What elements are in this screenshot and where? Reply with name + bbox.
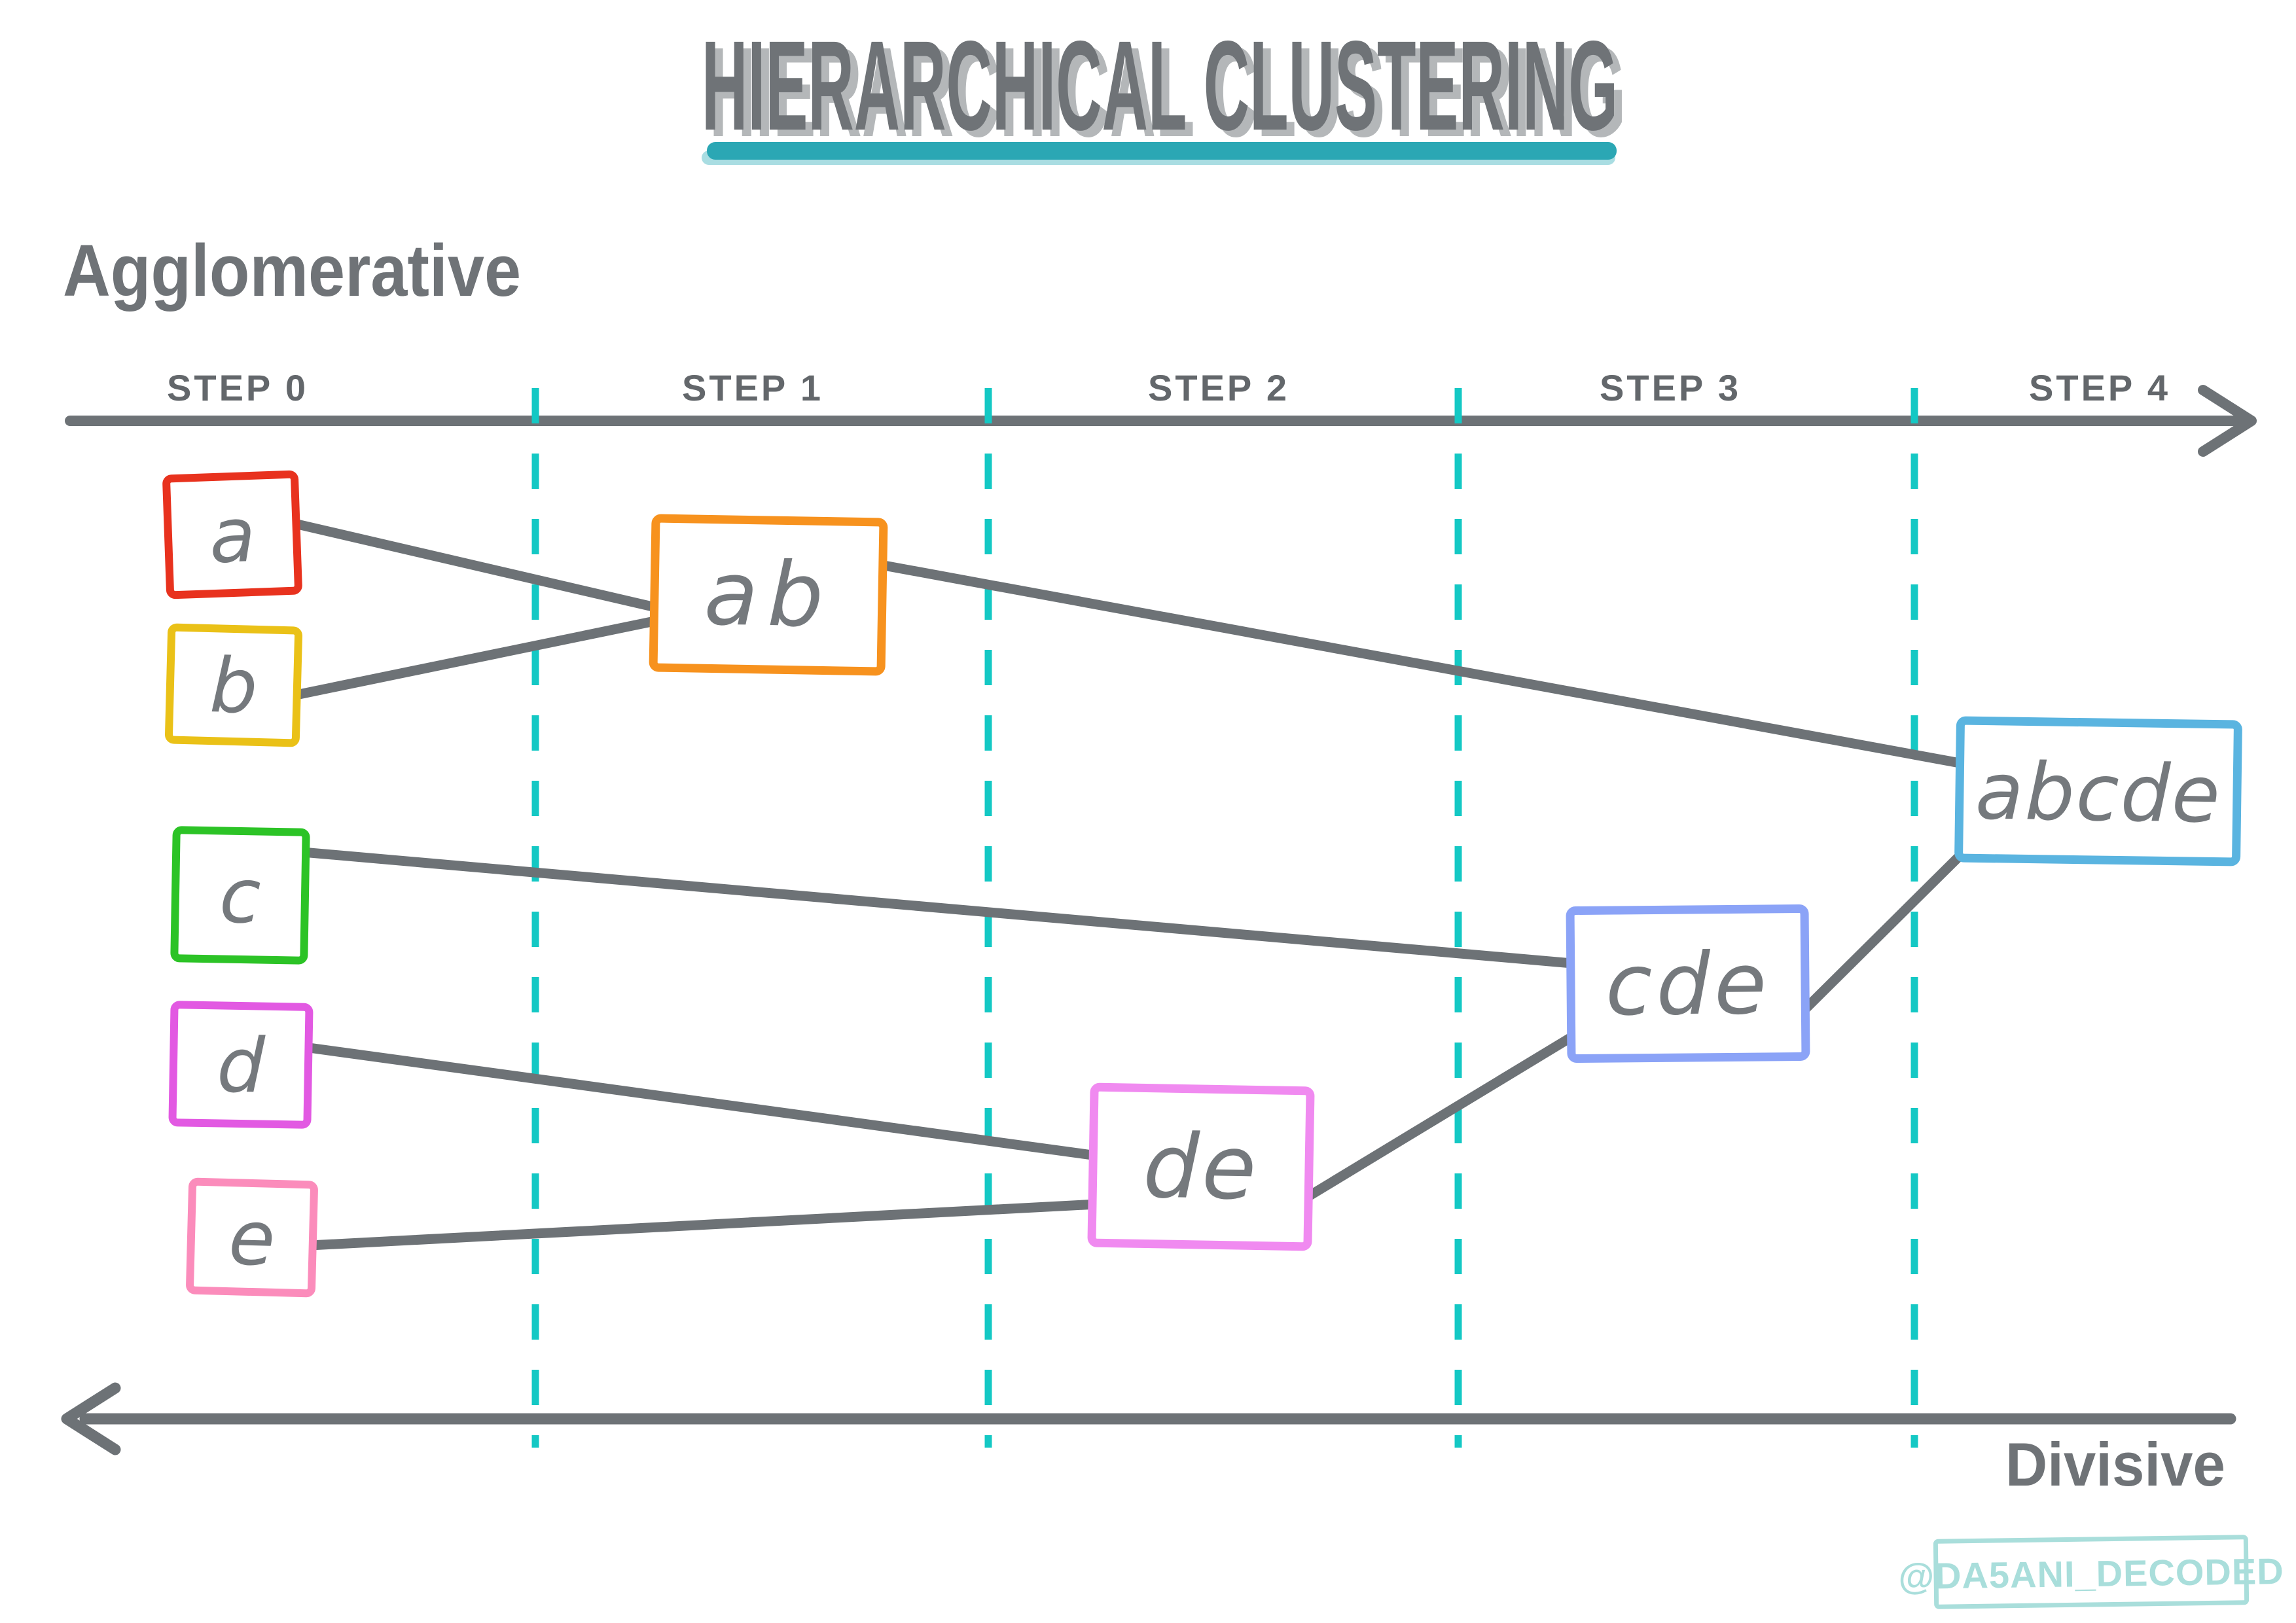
cluster-label-ab: ab (703, 542, 833, 647)
edge-b-ab (291, 615, 666, 700)
watermark: @DA5ANI_DECODED (1898, 1535, 2284, 1609)
cluster-node-d: d (168, 1001, 314, 1129)
step-label-0: STEP 0 (167, 367, 308, 408)
cluster-box-de (1087, 1082, 1315, 1251)
cluster-label-b: b (209, 642, 259, 731)
cluster-box-a (162, 470, 302, 599)
cluster-node-de: de (1087, 1082, 1315, 1251)
step-label-3: STEP 3 (1600, 367, 1741, 408)
edge-e-de (305, 1199, 1102, 1251)
edge-c-cde (297, 847, 1577, 969)
cluster-label-e: e (228, 1194, 276, 1283)
agglomerative-label: Agglomerative (63, 230, 521, 312)
edge-cde-abcde (1797, 847, 1969, 1017)
edge-a-ab (289, 518, 666, 614)
edge-ab-abcde (875, 560, 1969, 769)
cluster-label-de: de (1142, 1115, 1259, 1219)
edge-de-cde (1301, 1027, 1584, 1203)
cluster-box-e (186, 1177, 318, 1298)
step-label-2: STEP 2 (1148, 367, 1289, 408)
cluster-label-cde: cde (1605, 934, 1770, 1035)
cluster-label-abcde: abcde (1975, 746, 2222, 840)
cluster-label-a: a (208, 491, 257, 580)
cluster-node-e: e (186, 1177, 318, 1298)
cluster-box-ab (649, 514, 888, 676)
cluster-box-d (168, 1001, 314, 1129)
cluster-label-c: c (219, 852, 262, 940)
step-label-1: STEP 1 (682, 367, 823, 408)
edge-d-de (299, 1042, 1102, 1161)
title-underline (707, 142, 1617, 160)
cluster-node-c: c (170, 826, 310, 965)
cluster-node-a: a (162, 470, 302, 599)
cluster-node-ab: ab (649, 514, 888, 676)
divisive-label: Divisive (2005, 1430, 2225, 1499)
watermark-text: @DA5ANI_DECODED (1898, 1550, 2284, 1597)
cluster-box-b (164, 623, 303, 747)
cluster-node-cde: cde (1566, 904, 1810, 1063)
cluster-box-abcde (1954, 716, 2242, 866)
cluster-box-c (170, 826, 310, 965)
divisive-axis-arrowhead-icon (61, 1382, 121, 1455)
cluster-node-abcde: abcde (1954, 716, 2242, 866)
page-title: HIERARCHICAL CLUSTERING (702, 14, 1618, 157)
agglomerative-axis-arrowhead-icon (2198, 385, 2257, 457)
step-label-4: STEP 4 (2029, 367, 2170, 408)
watermark-box (1933, 1535, 2250, 1609)
cluster-node-b: b (164, 623, 303, 747)
page-title-shadow: HIERARCHICAL CLUSTERING (709, 21, 1626, 164)
cluster-box-cde (1566, 904, 1810, 1063)
cluster-label-d: d (216, 1022, 266, 1110)
